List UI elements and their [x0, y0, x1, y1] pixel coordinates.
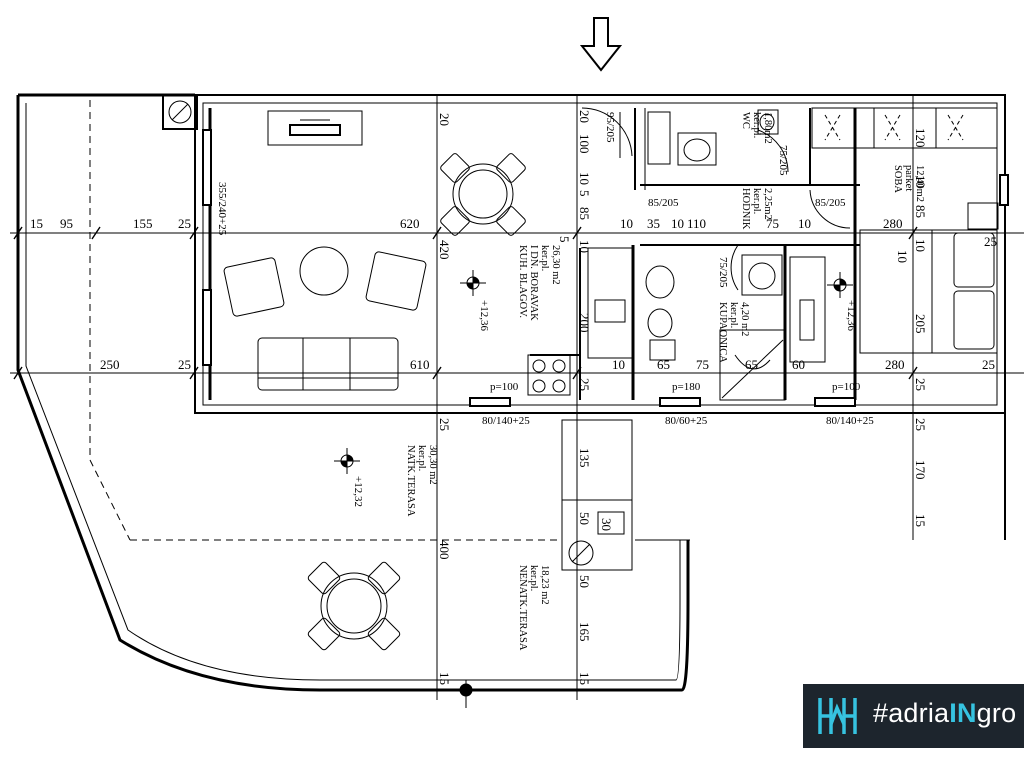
svg-text:5: 5	[577, 190, 592, 197]
svg-text:5: 5	[557, 236, 572, 243]
svg-text:95: 95	[60, 216, 73, 231]
door-label: 75/205	[717, 257, 729, 288]
svg-text:10: 10	[612, 357, 625, 372]
svg-text:135: 135	[577, 448, 592, 468]
svg-text:25: 25	[178, 216, 191, 231]
level-label-terrace: +12,32	[352, 476, 364, 507]
dimension-column-center: 20 100 10 5 85 5 10 200 25	[557, 110, 592, 391]
svg-text:400: 400	[437, 540, 452, 560]
svg-text:75: 75	[766, 216, 779, 231]
svg-text:165: 165	[577, 622, 592, 642]
svg-text:25: 25	[577, 378, 592, 391]
svg-text:155: 155	[133, 216, 153, 231]
svg-text:100: 100	[577, 134, 592, 154]
svg-text:15: 15	[577, 672, 592, 685]
svg-text:10: 10	[671, 216, 684, 231]
svg-text:25: 25	[437, 418, 452, 431]
svg-text:25: 25	[984, 234, 997, 249]
level-label-bedroom: +12,36	[845, 300, 857, 331]
svg-text:65: 65	[657, 357, 670, 372]
dimension-column-right: 120 10 85 10 10 205 25	[895, 128, 928, 391]
window-label: 355/240+25	[216, 182, 228, 236]
dimension-column-center-lower: 135 50 30 50 165 15	[577, 448, 614, 685]
parapet-label: p=100	[490, 381, 519, 393]
svg-text:10: 10	[577, 240, 592, 253]
svg-text:280: 280	[883, 216, 903, 231]
svg-text:10: 10	[913, 239, 928, 252]
svg-text:15: 15	[913, 514, 928, 527]
room-label-bedroom: SOBA parket 12,40m2	[892, 165, 925, 202]
svg-text:120: 120	[913, 128, 928, 148]
svg-text:205: 205	[913, 314, 928, 334]
level-label-living: +12,36	[478, 300, 490, 331]
door-label: 95/205	[604, 112, 616, 143]
svg-text:50: 50	[577, 512, 592, 525]
svg-text:25: 25	[913, 378, 928, 391]
svg-text:50: 50	[577, 575, 592, 588]
svg-text:15: 15	[437, 672, 452, 685]
room-label-bathroom: KUPAONICA ker.pl. 4,20 m2	[717, 302, 750, 365]
svg-text:25: 25	[913, 418, 928, 431]
svg-text:10: 10	[913, 175, 928, 188]
svg-text:65: 65	[745, 357, 758, 372]
svg-text:250: 250	[100, 357, 120, 372]
room-label-open-terrace: NENATK.TERASA ker.pl. 18,23 m2	[517, 565, 550, 653]
svg-text:85: 85	[913, 205, 928, 218]
room-label-hall: HODNIK ker.pl. 2,25m2	[740, 188, 773, 232]
svg-text:280: 280	[885, 357, 905, 372]
svg-text:60: 60	[792, 357, 805, 372]
svg-text:620: 620	[400, 216, 420, 231]
logo-mark-icon	[818, 698, 857, 734]
door-label: 85/205	[648, 197, 679, 209]
svg-text:170: 170	[913, 460, 928, 480]
dimension-column-left: 20 420	[437, 113, 452, 260]
dimension-column-terrace: 25 400 15	[437, 418, 452, 685]
svg-text:20: 20	[437, 113, 452, 126]
room-label-covered-terrace: NATK.TERASA ker.pl. 30,30 m2	[405, 445, 438, 519]
svg-text:110: 110	[687, 216, 706, 231]
window-label: 80/140+25	[482, 415, 530, 427]
room-label-wc: WC ker.pl. 1,80m2	[740, 112, 773, 144]
svg-text:10: 10	[577, 172, 592, 185]
svg-text:25: 25	[178, 357, 191, 372]
svg-text:35: 35	[647, 216, 660, 231]
svg-text:30: 30	[599, 518, 614, 531]
dimension-row-middle: 250 25 610 10 65 75 65 60 280 25	[100, 357, 995, 372]
window-label: 80/140+25	[826, 415, 874, 427]
door-label: 85/205	[815, 197, 846, 209]
dimension-column-far-right: 25 170 15	[913, 418, 928, 527]
door-label: 75/205	[777, 145, 789, 176]
svg-text:15: 15	[30, 216, 43, 231]
parapet-label: p=100	[832, 381, 861, 393]
svg-text:20: 20	[577, 110, 592, 123]
svg-text:10: 10	[620, 216, 633, 231]
svg-text:10: 10	[798, 216, 811, 231]
room-label-living: KUH. BLAGOV. I DN. BORAVAK ker.pl. 26,30…	[517, 245, 561, 323]
svg-text:75: 75	[696, 357, 709, 372]
svg-text:25: 25	[982, 357, 995, 372]
dimension-row-top: 15 95 155 25 620 10 35 10 110 75 10 280 …	[30, 216, 997, 249]
svg-text:420: 420	[437, 240, 452, 260]
brand-logo: #adriaINgro	[803, 684, 1024, 748]
entrance-arrow-icon	[579, 17, 623, 72]
brand-name: #adriaINgro	[873, 698, 1017, 728]
parapet-label: p=180	[672, 381, 701, 393]
window-label: 80/60+25	[665, 415, 708, 427]
svg-text:200: 200	[577, 313, 592, 333]
svg-text:10: 10	[895, 250, 910, 263]
svg-text:85: 85	[577, 207, 592, 220]
svg-text:610: 610	[410, 357, 430, 372]
